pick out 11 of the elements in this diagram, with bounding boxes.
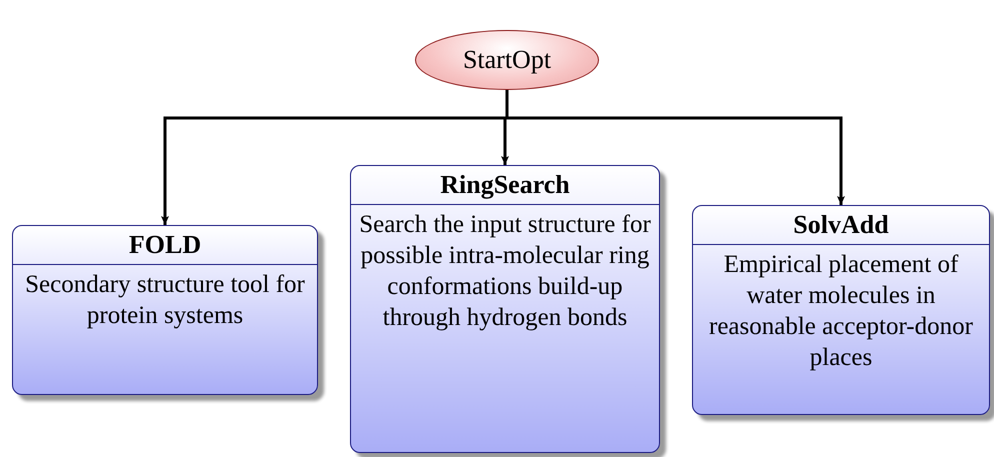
- process-card: [692, 205, 990, 415]
- card-heading: RingSearch: [351, 166, 659, 205]
- arrow: [506, 90, 845, 205]
- card-description: Search the input structure for possible intra-molecular ring conformations build-up through hydrogen bonds: [358, 210, 652, 333]
- card-heading: SolvAdd: [693, 206, 989, 245]
- process-card: [12, 225, 318, 395]
- card-heading: FOLD: [13, 226, 317, 265]
- card-description: Empirical placement of water molecules in reasonable acceptor-donor places: [708, 250, 974, 373]
- process-card: [350, 165, 660, 453]
- node-title: StartOpt: [462, 47, 552, 73]
- card-description: Secondary structure tool for protein systems: [24, 270, 306, 331]
